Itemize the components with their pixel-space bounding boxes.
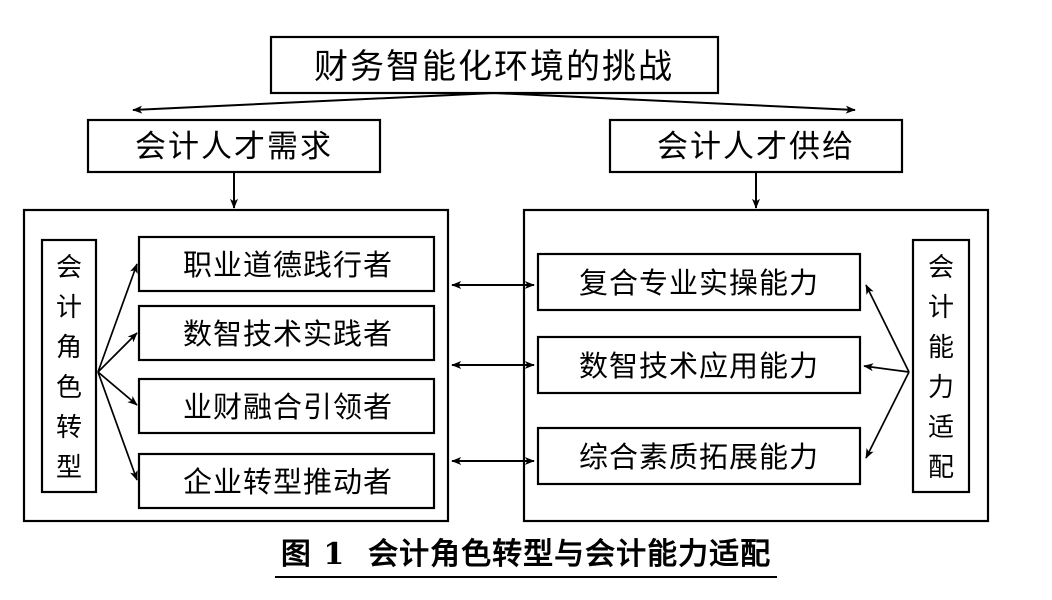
right-spine-box xyxy=(911,238,971,494)
right-item-box-1 xyxy=(536,335,862,395)
left-item-label-0: 职业道德践行者 xyxy=(183,248,393,282)
right-fan-arrow-3 xyxy=(865,371,910,459)
right-item-box-2 xyxy=(536,426,862,486)
right-spine-char-5: 配 xyxy=(928,453,954,483)
supply-node-label: 会计人才供给 xyxy=(657,129,855,165)
right-spine-node[interactable]: 会 计 能 力 适 配 xyxy=(911,238,971,494)
right-spine-char-3: 力 xyxy=(928,373,954,403)
left-item-box-3 xyxy=(137,452,436,510)
right-item-label-0: 复合专业实操能力 xyxy=(579,266,819,300)
top-fork-double-arrow xyxy=(132,91,856,114)
left-fan-arrow-3 xyxy=(97,371,138,406)
left-fan-arrow-4 xyxy=(97,371,138,481)
right-item-2[interactable]: 综合素质拓展能力 xyxy=(536,426,862,486)
top-node-box xyxy=(269,35,720,95)
right-spine-char-0: 会 xyxy=(928,253,954,283)
cross-links xyxy=(451,281,535,465)
left-spine-char-1: 计 xyxy=(56,293,82,323)
left-fan-arrow-1 xyxy=(97,263,138,373)
figure-caption: 图 1 会计角色转型与会计能力适配 xyxy=(0,529,1052,578)
right-fan-arrow-2 xyxy=(863,363,910,373)
right-panel: 复合专业实操能力 数智技术应用能力 综合素质拓展能力 会 计 能 xyxy=(522,208,990,523)
left-spine-char-5: 型 xyxy=(56,453,82,483)
figure-caption-text: 图 1 会计角色转型与会计能力适配 xyxy=(274,529,778,578)
left-spine-node[interactable]: 会 计 角 色 转 型 xyxy=(40,238,98,494)
left-item-box-0 xyxy=(137,235,436,293)
supply-node[interactable]: 会计人才供给 xyxy=(608,118,904,174)
left-item-box-2 xyxy=(137,377,436,435)
right-spine-char-4: 适 xyxy=(928,413,954,443)
right-item-label-2: 综合素质拓展能力 xyxy=(579,440,819,474)
left-item-label-2: 业财融合引领者 xyxy=(183,390,393,424)
right-spine-char-1: 计 xyxy=(928,293,954,323)
top-node-label: 财务智能化环境的挑战 xyxy=(314,47,674,87)
left-item-2[interactable]: 业财融合引领者 xyxy=(137,377,436,435)
demand-node-box xyxy=(86,118,382,174)
left-spine-char-2: 角 xyxy=(56,333,82,363)
left-item-box-1 xyxy=(137,304,436,362)
left-spine-char-3: 色 xyxy=(56,373,82,403)
left-panel: 会 计 角 色 转 型 职业道德践行者 数智技术实践者 xyxy=(22,208,450,523)
left-item-label-3: 企业转型推动者 xyxy=(183,465,393,499)
right-item-1[interactable]: 数智技术应用能力 xyxy=(536,335,862,395)
right-spine-char-2: 能 xyxy=(928,333,954,363)
right-item-0[interactable]: 复合专业实操能力 xyxy=(536,252,862,312)
top-fork-connector xyxy=(132,91,856,114)
left-panel-border xyxy=(22,208,450,523)
left-item-3[interactable]: 企业转型推动者 xyxy=(137,452,436,510)
right-fan-arrow-1 xyxy=(865,284,910,373)
left-fan-arrows xyxy=(97,263,138,481)
left-item-0[interactable]: 职业道德践行者 xyxy=(137,235,436,293)
left-spine-box xyxy=(40,238,98,494)
demand-node[interactable]: 会计人才需求 xyxy=(86,118,382,174)
left-spine-char-0: 会 xyxy=(56,253,82,283)
left-item-label-1: 数智技术实践者 xyxy=(183,317,393,351)
right-item-box-0 xyxy=(536,252,862,312)
left-spine-char-4: 转 xyxy=(56,413,82,443)
demand-node-label: 会计人才需求 xyxy=(135,129,333,165)
right-item-label-1: 数智技术应用能力 xyxy=(579,349,819,383)
left-item-1[interactable]: 数智技术实践者 xyxy=(137,304,436,362)
left-fan-arrow-2 xyxy=(97,332,138,373)
right-fan-arrows xyxy=(863,284,910,459)
top-node[interactable]: 财务智能化环境的挑战 xyxy=(269,35,720,95)
